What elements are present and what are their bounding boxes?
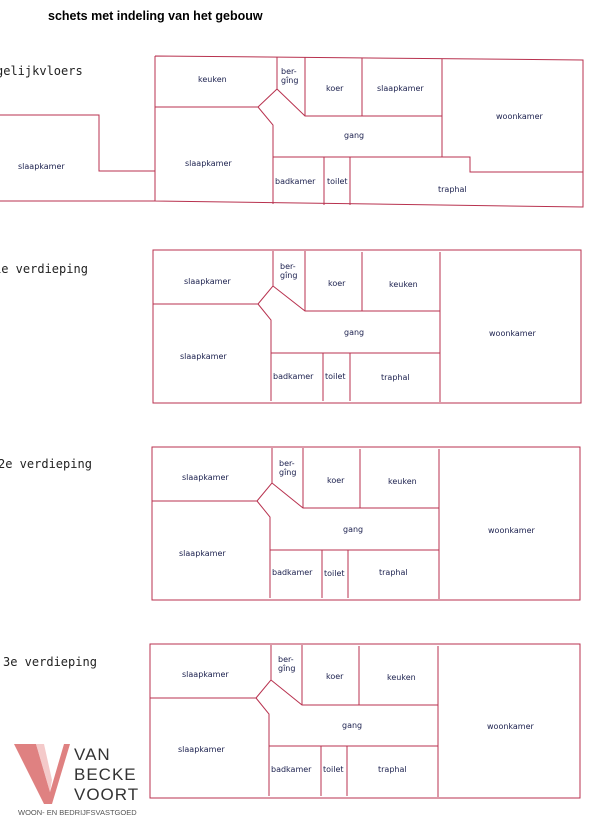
room-slaapkamer-top: slaapkamer — [184, 277, 231, 286]
room-badkamer: badkamer — [273, 372, 314, 381]
room-gang: gang — [343, 525, 363, 534]
company-logo: VAN BECKE VOORT WOON- EN BEDRIJFSVASTGOE… — [14, 744, 139, 817]
floor-label-ground: gelijkvloers — [0, 64, 83, 78]
room-traphal: traphal — [378, 765, 407, 774]
room-slaapkamer-annex: slaapkamer — [18, 162, 65, 171]
floor-label-2: 2e verdieping — [0, 457, 92, 471]
room-berging-text: ber- — [279, 459, 295, 468]
room-slaapkamer-top: slaapkamer — [182, 473, 229, 482]
room-berging-text-line: gîng — [279, 468, 296, 477]
room-traphal: traphal — [438, 185, 467, 194]
room-toilet: toilet — [324, 569, 345, 578]
room-berging-text-line: gîng — [281, 76, 298, 85]
room-koer: koer — [326, 672, 344, 681]
room-woonkamer: woonkamer — [496, 112, 544, 121]
room-keuken: keuken — [198, 75, 227, 84]
room-berging: ber-gîng — [280, 262, 297, 280]
room-traphal: traphal — [379, 568, 408, 577]
logo-line3: VOORT — [74, 785, 139, 804]
room-woonkamer: woonkamer — [488, 526, 536, 535]
room-berging: ber-gîng — [281, 67, 298, 85]
room-koer: koer — [326, 84, 344, 93]
room-berging-text-line: gîng — [278, 664, 295, 673]
room-berging-text: ber- — [280, 262, 296, 271]
room-slaapkamer-top: slaapkamer — [377, 84, 424, 93]
room-berging: ber-gîng — [278, 655, 295, 673]
room-berging-text: ber- — [281, 67, 297, 76]
room-keuken: keuken — [388, 477, 417, 486]
floor-label-3: 3e verdieping — [3, 655, 97, 669]
room-woonkamer: woonkamer — [487, 722, 535, 731]
logo-v-mark — [14, 744, 70, 804]
room-koer: koer — [328, 279, 346, 288]
room-woonkamer: woonkamer — [489, 329, 537, 338]
room-gang: gang — [344, 131, 364, 140]
room-koer: koer — [327, 476, 345, 485]
floor-plan-2 — [151, 446, 581, 601]
floor-plan-ground — [0, 55, 584, 208]
room-slaapkamer-main: slaapkamer — [179, 549, 226, 558]
room-berging-text-line: gîng — [280, 271, 297, 280]
floor-plan-3 — [149, 643, 581, 799]
room-berging: ber-gîng — [279, 459, 296, 477]
room-slaapkamer-main: slaapkamer — [185, 159, 232, 168]
room-toilet: toilet — [323, 765, 344, 774]
room-keuken: keuken — [389, 280, 418, 289]
logo-tagline: WOON- EN BEDRIJFSVASTGOED — [18, 808, 137, 817]
room-keuken: keuken — [387, 673, 416, 682]
room-badkamer: badkamer — [275, 177, 316, 186]
floor-label-1: 1e verdieping — [0, 262, 88, 276]
room-slaapkamer-main: slaapkamer — [180, 352, 227, 361]
room-gang: gang — [344, 328, 364, 337]
page-title: schets met indeling van het gebouw — [48, 9, 263, 23]
logo-v-shade — [36, 744, 52, 792]
logo-line1: VAN — [74, 745, 111, 764]
room-toilet: toilet — [325, 372, 346, 381]
logo-line2: BECKE — [74, 765, 137, 784]
room-gang: gang — [342, 721, 362, 730]
room-traphal: traphal — [381, 373, 410, 382]
room-badkamer: badkamer — [271, 765, 312, 774]
room-toilet: toilet — [327, 177, 348, 186]
room-badkamer: badkamer — [272, 568, 313, 577]
room-slaapkamer-top: slaapkamer — [182, 670, 229, 679]
floor-plan-1 — [152, 249, 582, 404]
room-berging-text: ber- — [278, 655, 294, 664]
room-slaapkamer-main: slaapkamer — [178, 745, 225, 754]
